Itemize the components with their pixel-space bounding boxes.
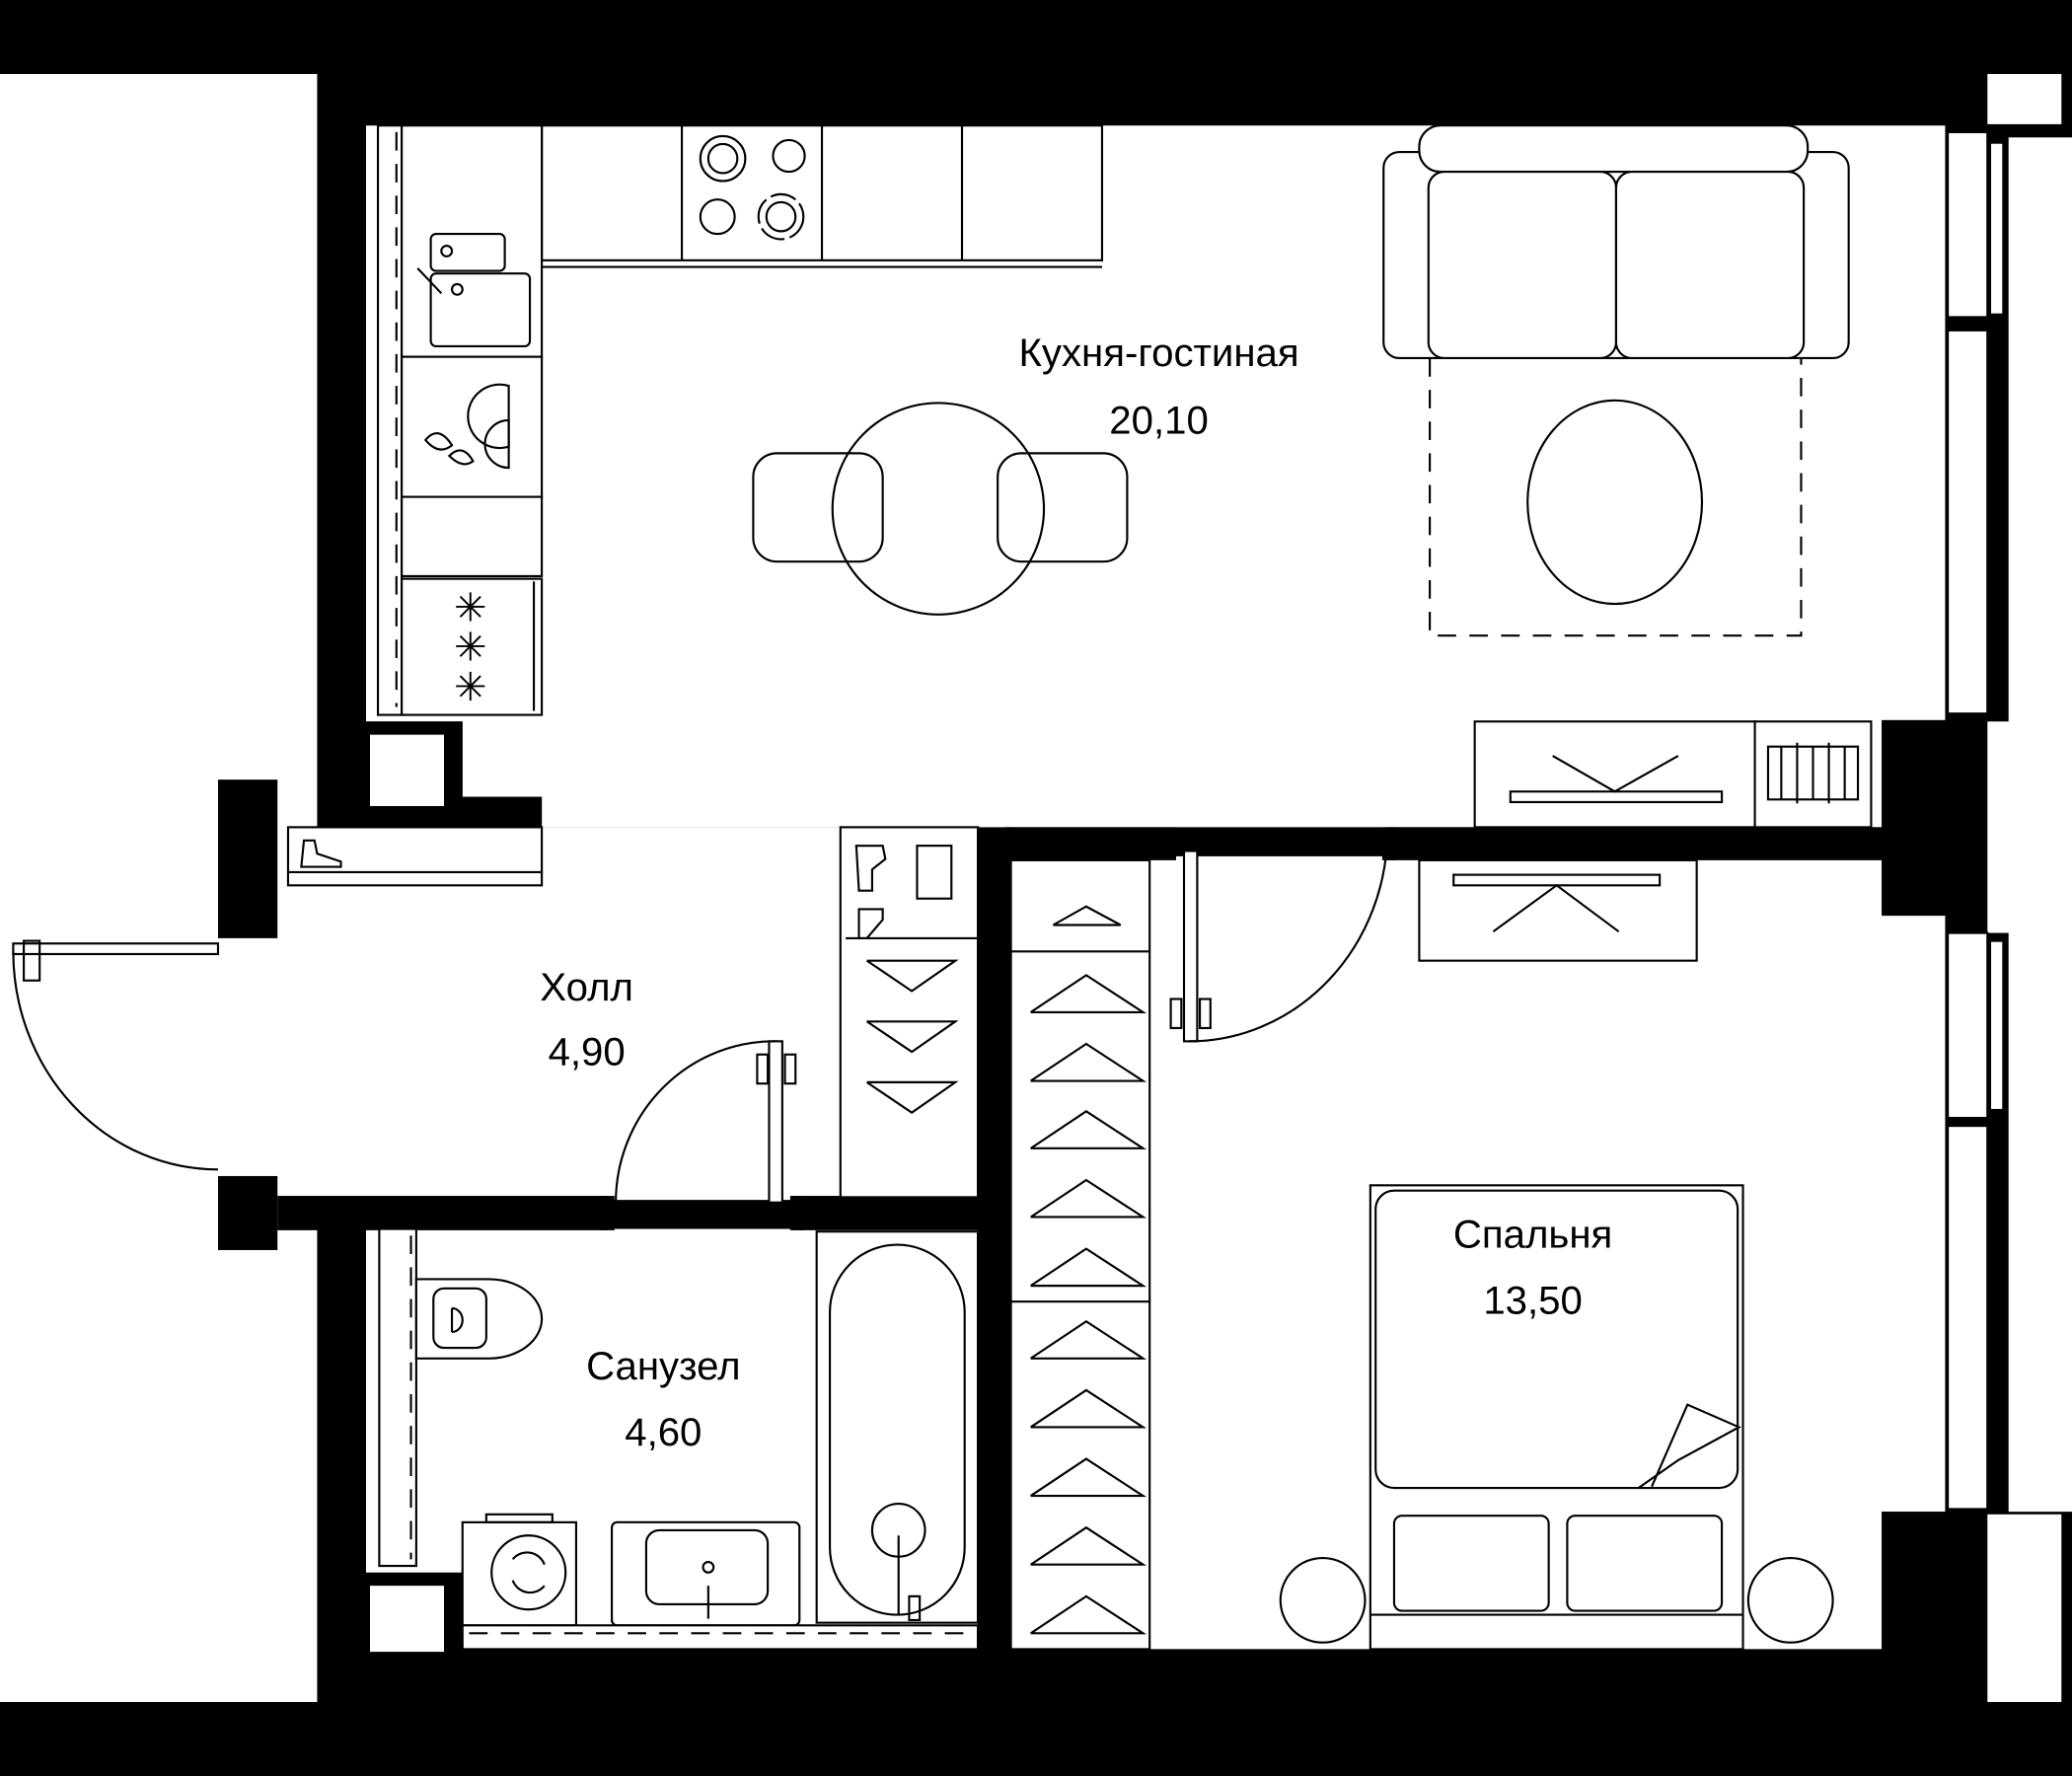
wardrobe <box>839 826 980 1199</box>
svg-text:✳: ✳ <box>454 665 487 709</box>
room-name: Спальня <box>1453 1212 1612 1256</box>
tv-stand-icon <box>1473 720 1756 829</box>
room-label-bedroom: Спальня 13,50 <box>1453 1212 1612 1322</box>
dishwasher-icon <box>423 383 510 470</box>
chair-icon <box>752 452 1129 563</box>
pillow-icon <box>1392 1515 1724 1612</box>
rug-icon <box>1429 357 1803 637</box>
room-area: 4,90 <box>549 1029 626 1073</box>
coffee-table-icon <box>1526 399 1704 606</box>
tv-stand-icon <box>1418 858 1698 962</box>
hanger-icon <box>1030 905 1147 1635</box>
svg-text:✳: ✳ <box>454 585 487 629</box>
sofa-icon <box>1382 124 1850 360</box>
room-label-bathroom: Санузел 4,60 <box>586 1344 740 1454</box>
shoe-rack-icon <box>286 826 544 887</box>
bookshelf-icon <box>1753 720 1873 829</box>
room-name: Холл <box>540 965 633 1009</box>
room-name: Кухня-гостиная <box>1019 331 1299 375</box>
room-hall <box>0 827 979 1201</box>
washbasin-icon <box>611 1520 801 1627</box>
room-label-hall: Холл 4,90 <box>540 965 633 1074</box>
bathtub-icon <box>815 1230 980 1624</box>
kitchen-counter <box>541 124 1104 268</box>
room-area: 4,60 <box>625 1410 702 1454</box>
room-area: 13,50 <box>1483 1278 1583 1322</box>
hanger-icon <box>865 959 959 1114</box>
washing-machine-icon <box>461 1513 577 1627</box>
toilet-icon <box>378 1227 544 1568</box>
table-icon <box>831 402 1046 616</box>
stove-icon <box>699 134 806 241</box>
bathroom-counter <box>461 1624 980 1651</box>
bed-icon <box>1369 1184 1744 1651</box>
sink-icon <box>416 232 532 347</box>
nightstand-icon <box>1279 1556 1834 1644</box>
room-name: Санузел <box>586 1344 740 1388</box>
room-label-living: Кухня-гостиная 20,10 <box>1019 331 1299 442</box>
oven-icon: ✳ ✳ ✳ <box>454 581 536 711</box>
door-icon <box>12 827 1396 1230</box>
room-area: 20,10 <box>1109 398 1209 442</box>
kitchen-counter-left <box>376 124 544 716</box>
svg-text:✳: ✳ <box>454 626 487 670</box>
wardrobe-bedroom <box>1009 858 1151 1651</box>
window-icon <box>1947 130 2005 1511</box>
